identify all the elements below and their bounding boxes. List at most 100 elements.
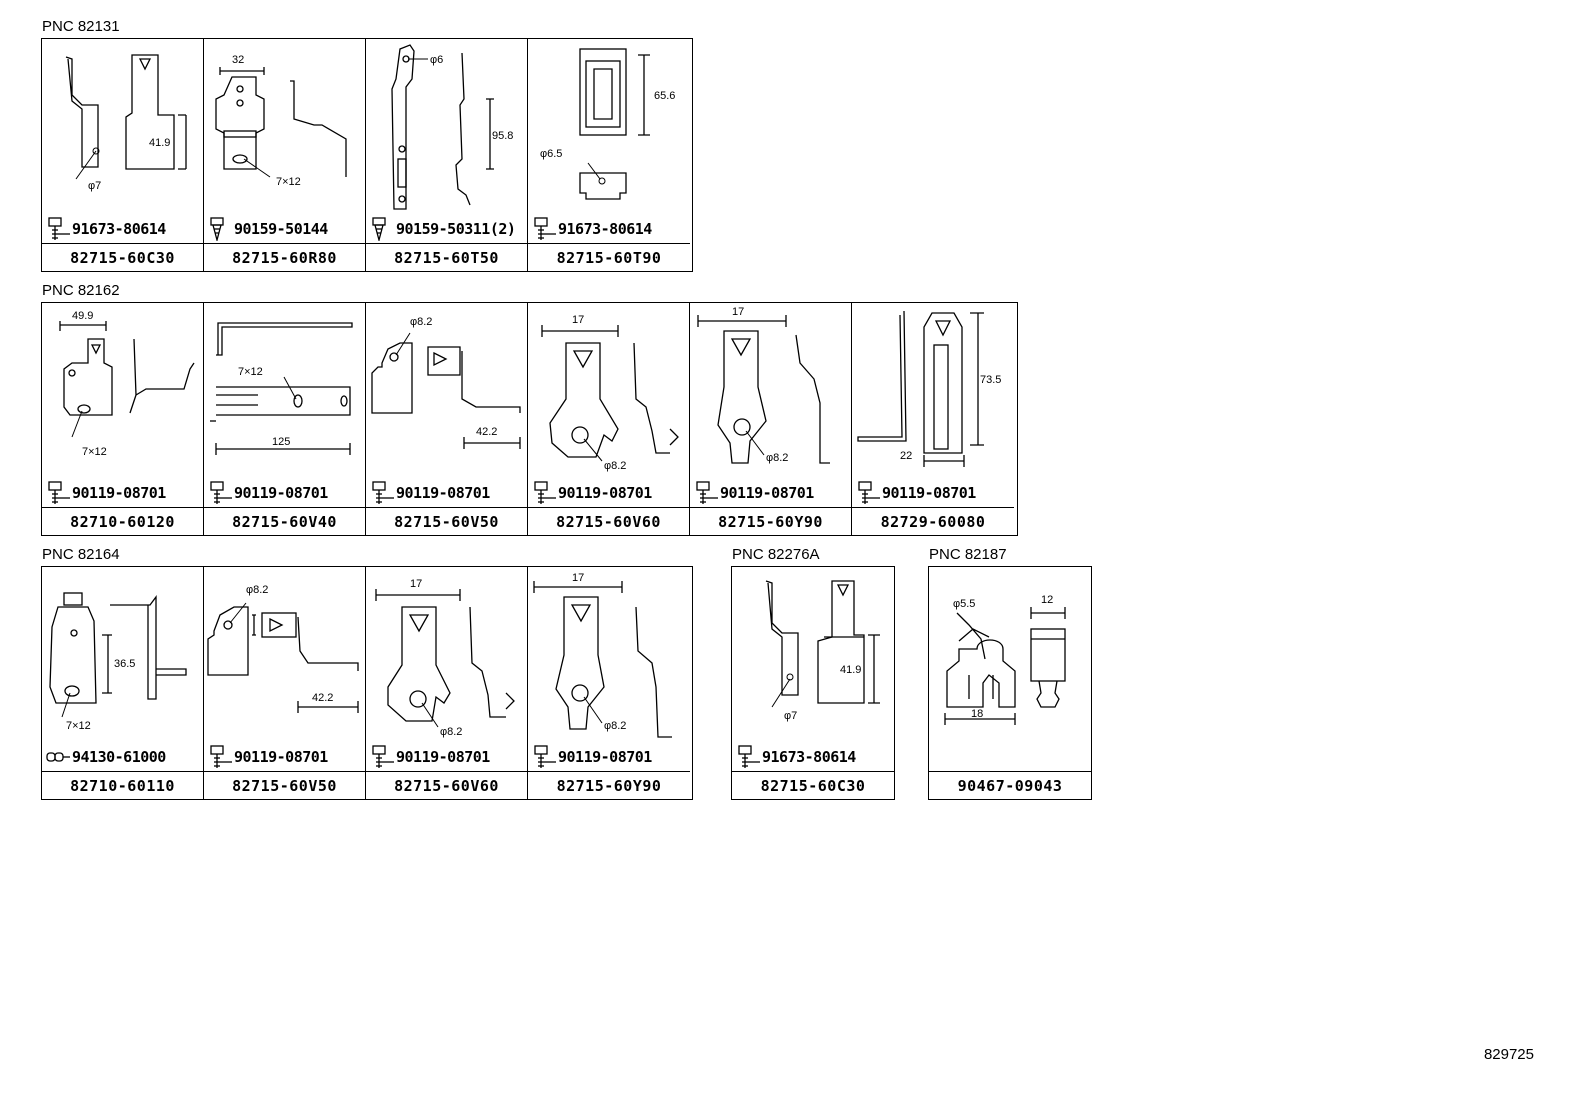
part-cell[interactable]: 41.9 φ7 91673-80614 82715-60C30 bbox=[732, 567, 894, 799]
bracket-drawing: φ8.2 42.2 bbox=[207, 584, 359, 713]
fastener-part-number: 90119-08701 bbox=[396, 484, 490, 502]
dimension-label: φ6 bbox=[430, 54, 443, 66]
part-cell[interactable]: φ8.2 42.2 90119-08701 82715-60V50 bbox=[204, 567, 366, 799]
dimension-label: 41.9 bbox=[149, 137, 170, 149]
dimension-label: 65.6 bbox=[654, 90, 675, 102]
part-cell[interactable]: 73.5 22 90119-08701 82729-60080 bbox=[852, 303, 1014, 535]
dimension-label: φ8.2 bbox=[410, 316, 432, 328]
flange-bolt-icon bbox=[534, 217, 556, 240]
part-number[interactable]: 82715-60Y90 bbox=[556, 776, 662, 795]
fastener: 90119-08701 bbox=[856, 481, 976, 505]
dimension-label: 17 bbox=[572, 314, 584, 326]
part-number[interactable]: 82710-60120 bbox=[70, 512, 175, 531]
part-cell[interactable]: 36.5 7×12 94130-61000 82710-60110 bbox=[42, 567, 204, 799]
fastener-part-number: 90119-08701 bbox=[558, 748, 652, 766]
flange-bolt-icon bbox=[534, 745, 556, 768]
part-number[interactable]: 82710-60110 bbox=[70, 776, 175, 795]
part-number[interactable]: 82729-60080 bbox=[880, 512, 986, 531]
dimension-label: 36.5 bbox=[114, 658, 135, 670]
dimension-label: φ8.2 bbox=[440, 726, 462, 738]
fastener-part-number: 90119-08701 bbox=[234, 748, 328, 766]
dimension-label: 7×12 bbox=[238, 366, 263, 378]
fastener: 90119-08701 bbox=[208, 745, 328, 769]
dimension-label: 42.2 bbox=[476, 426, 497, 438]
bracket-drawing: φ6 95.8 bbox=[391, 44, 513, 210]
part-cell[interactable]: φ6 95.8 90159-50311(2) 82715-60T50 bbox=[366, 39, 528, 271]
fastener: 91673-80614 bbox=[532, 217, 652, 241]
bracket-drawing: 41.9 φ7 bbox=[765, 580, 880, 722]
part-number[interactable]: 82715-60V50 bbox=[232, 776, 337, 795]
fastener-part-number: 90119-08701 bbox=[396, 748, 490, 766]
part-number[interactable]: 82715-60T50 bbox=[394, 248, 499, 267]
dimension-label: 73.5 bbox=[980, 374, 1001, 386]
part-cell[interactable]: 65.6 φ6.5 91673-80614 82715-60T90 bbox=[528, 39, 690, 271]
bracket-drawing: 41.9 φ7 bbox=[65, 54, 187, 192]
dimension-label: 17 bbox=[732, 306, 744, 318]
fastener: 90119-08701 bbox=[532, 745, 652, 769]
parts-grid: 41.9 φ7 91673-80614 82715-60C30 bbox=[731, 566, 895, 800]
part-cell[interactable]: φ5.5 12 18 90467-09043 bbox=[929, 567, 1091, 799]
dimension-label: 7×12 bbox=[276, 176, 301, 188]
fastener-part-number: 91673-80614 bbox=[762, 748, 856, 766]
part-cell[interactable]: 17 φ8.2 90119-08701 82715-60Y90 bbox=[690, 303, 852, 535]
fastener: 90119-08701 bbox=[370, 481, 490, 505]
dimension-label: 7×12 bbox=[82, 446, 107, 458]
dimension-label: 17 bbox=[572, 572, 584, 584]
dimension-label: 7×12 bbox=[66, 720, 91, 732]
fastener-part-number: 90119-08701 bbox=[720, 484, 814, 502]
part-number[interactable]: 90467-09043 bbox=[957, 776, 1063, 795]
dimension-label: φ6.5 bbox=[540, 148, 562, 160]
bracket-drawing: 65.6 φ6.5 bbox=[540, 48, 675, 200]
group-title: PNC 82162 bbox=[42, 282, 120, 299]
part-cell[interactable]: 17 φ8.2 90119-08701 82715-60Y90 bbox=[528, 567, 690, 799]
flange-bolt-icon bbox=[696, 481, 718, 504]
dimension-label: φ7 bbox=[88, 180, 101, 192]
part-cell[interactable]: φ8.2 42.2 90119-08701 82715-60V50 bbox=[366, 303, 528, 535]
dimension-label: 42.2 bbox=[312, 692, 333, 704]
tapping-screw-icon bbox=[372, 217, 386, 241]
bracket-drawing: 73.5 22 bbox=[857, 310, 1001, 467]
part-cell[interactable]: 17 φ8.2 90119-08701 82715-60V60 bbox=[528, 303, 690, 535]
fastener-part-number: 91673-80614 bbox=[72, 220, 166, 238]
part-cell[interactable]: 17 φ8.2 90119-08701 82715-60V60 bbox=[366, 567, 528, 799]
dimension-label: 17 bbox=[410, 578, 422, 590]
bracket-drawing: 17 φ8.2 bbox=[533, 572, 672, 738]
dimension-label: φ8.2 bbox=[604, 720, 626, 732]
dimension-label: 18 bbox=[971, 708, 983, 720]
part-cell[interactable]: 49.9 7×12 90119-08701 82710-60120 bbox=[42, 303, 204, 535]
part-number[interactable]: 82715-60V60 bbox=[394, 776, 499, 795]
part-number[interactable]: 82715-60V40 bbox=[232, 512, 337, 531]
flange-bolt-icon bbox=[48, 481, 70, 504]
parts-grid: φ5.5 12 18 90467-09043 bbox=[928, 566, 1092, 800]
part-number[interactable]: 82715-60R80 bbox=[232, 248, 337, 267]
part-number[interactable]: 82715-60Y90 bbox=[718, 512, 823, 531]
fastener-part-number: 94130-61000 bbox=[72, 748, 166, 766]
fastener-part-number: 90159-50144 bbox=[234, 220, 328, 238]
part-cell[interactable]: 7×12 125 90119-08701 82715-60V40 bbox=[204, 303, 366, 535]
part-number[interactable]: 82715-60V50 bbox=[394, 512, 499, 531]
flange-bolt-icon bbox=[372, 745, 394, 768]
part-number[interactable]: 82715-60V60 bbox=[556, 512, 661, 531]
fastener: 90119-08701 bbox=[46, 481, 166, 505]
parts-grid: 41.9 φ7 91673-80614 82715-60C30 32 7×12 bbox=[41, 38, 693, 272]
bracket-drawing: 36.5 7×12 bbox=[49, 592, 187, 732]
part-cell[interactable]: 41.9 φ7 91673-80614 82715-60C30 bbox=[42, 39, 204, 271]
part-number[interactable]: 82715-60C30 bbox=[760, 776, 866, 795]
fastener-part-number: 90119-08701 bbox=[882, 484, 976, 502]
fastener: 90159-50311(2) bbox=[370, 217, 516, 241]
dimension-label: 32 bbox=[232, 54, 244, 66]
bracket-drawing: 17 φ8.2 bbox=[375, 578, 515, 738]
part-number[interactable]: 82715-60T90 bbox=[556, 248, 662, 267]
flange-bolt-icon bbox=[858, 481, 880, 504]
flange-bolt-icon bbox=[534, 481, 556, 504]
part-cell[interactable]: 32 7×12 90159-50144 82715-60R80 bbox=[204, 39, 366, 271]
fastener: 94130-61000 bbox=[46, 745, 166, 769]
part-number[interactable]: 82715-60C30 bbox=[70, 248, 175, 267]
fastener: 90159-50144 bbox=[208, 217, 328, 241]
parts-grid: 36.5 7×12 94130-61000 82710-60110 φ8.2 4… bbox=[41, 566, 693, 800]
dimension-label: φ8.2 bbox=[246, 584, 268, 596]
dimension-label: φ8.2 bbox=[766, 452, 788, 464]
figure-id: 829725 bbox=[1483, 1046, 1534, 1063]
fastener: 90119-08701 bbox=[370, 745, 490, 769]
tapping-screw-icon bbox=[210, 217, 224, 241]
